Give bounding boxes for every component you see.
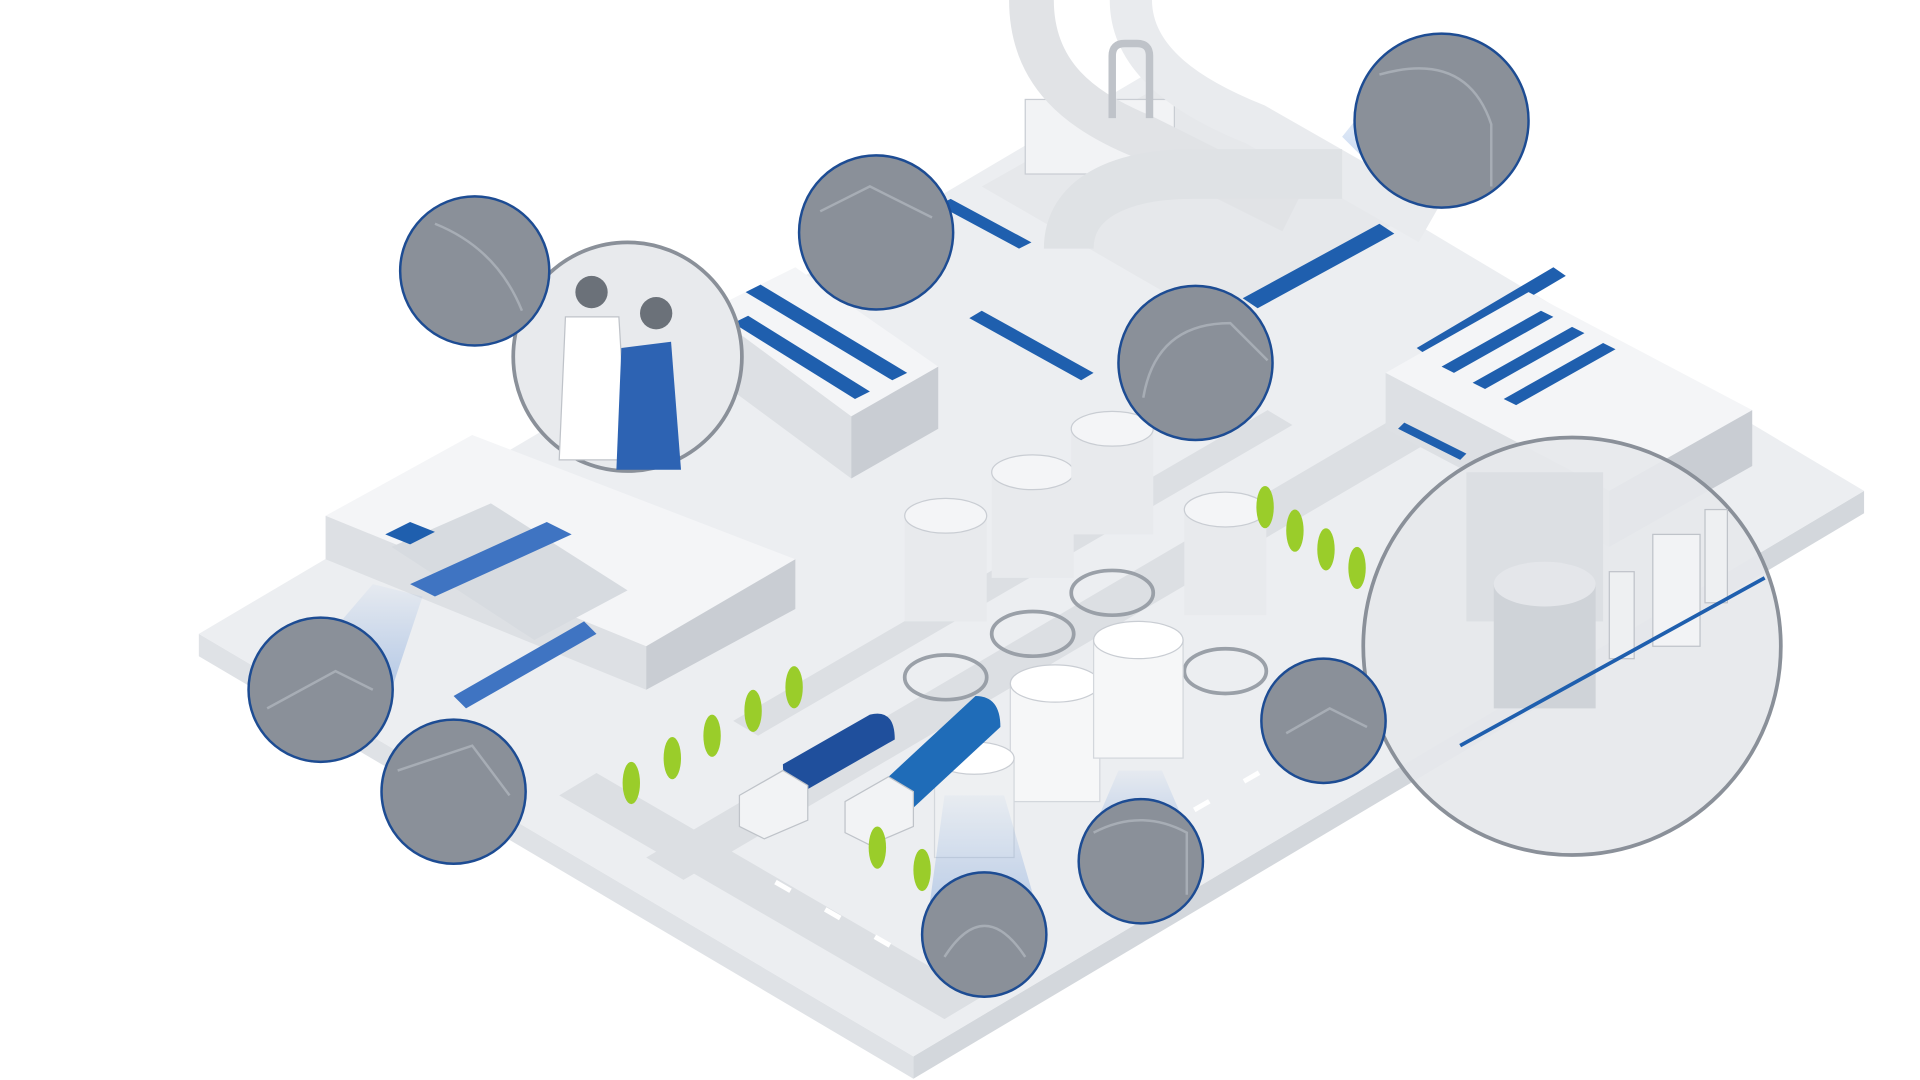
callout-detail	[1353, 32, 1530, 209]
silo	[1069, 410, 1156, 618]
tree	[1286, 509, 1304, 552]
callout-detail	[247, 616, 394, 764]
silo	[1182, 491, 1269, 696]
storage-tank	[1009, 664, 1101, 803]
tree	[913, 848, 931, 892]
tree	[744, 689, 762, 732]
silo	[902, 497, 989, 702]
trees	[622, 485, 1366, 892]
tree	[1348, 546, 1366, 590]
workers-figure	[558, 275, 682, 470]
callouts	[247, 32, 1783, 998]
tree	[868, 826, 887, 869]
production-hall	[325, 434, 796, 709]
tanker-trucks	[738, 695, 1001, 846]
tree	[1256, 485, 1274, 529]
tree	[663, 736, 682, 780]
equipment-detail	[1459, 472, 1766, 748]
tree	[1317, 528, 1335, 571]
callout-detail	[380, 718, 527, 865]
tree	[785, 666, 803, 709]
callout-detail	[1117, 284, 1274, 442]
tree	[703, 714, 721, 757]
storage-tank	[1092, 620, 1184, 759]
silo	[989, 454, 1076, 659]
callout-detail	[1077, 797, 1205, 925]
callout-detail	[1260, 657, 1387, 785]
callout-detail	[920, 871, 1048, 998]
tanker-truck	[844, 695, 1001, 846]
tanker-truck	[738, 713, 895, 840]
callout-detail	[398, 195, 551, 347]
callout-detail-lines	[266, 67, 1493, 958]
office-building	[708, 267, 939, 479]
tree	[622, 761, 640, 805]
pipe-complex	[938, 0, 1566, 381]
callout-detail	[797, 154, 955, 311]
